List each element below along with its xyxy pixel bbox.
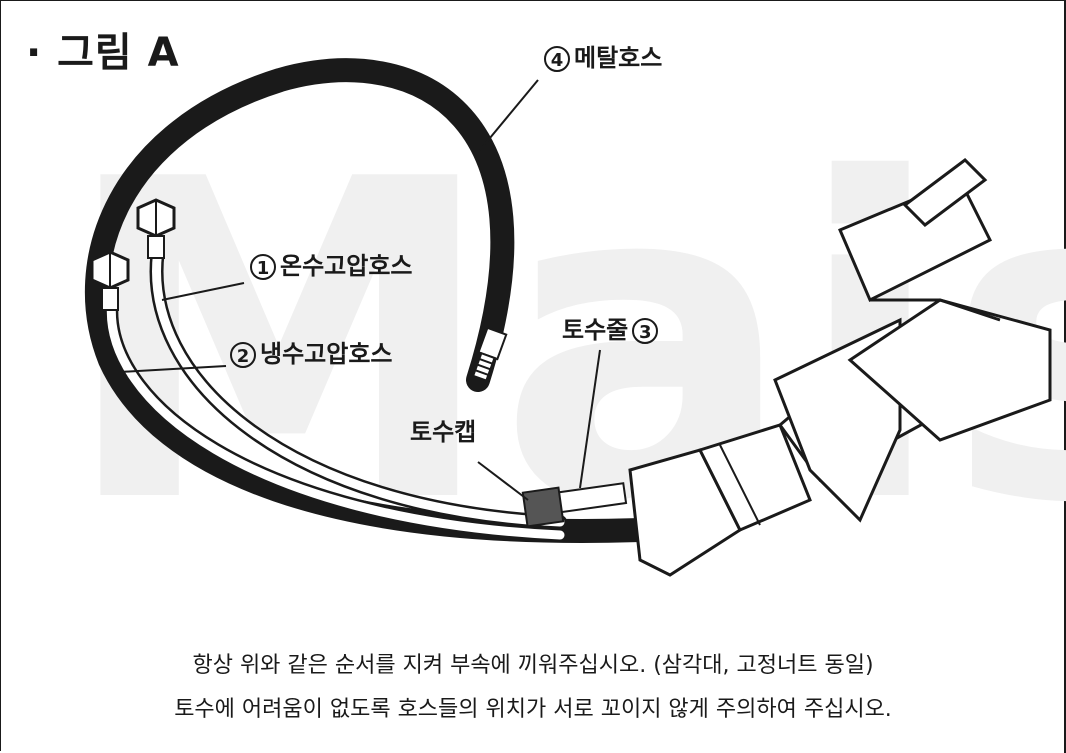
spout-line-assembly [521, 482, 628, 528]
label-text: 토수줄 [562, 316, 629, 344]
fixing-nut [628, 423, 812, 577]
frame-border [1064, 0, 1066, 753]
faucet-body [838, 158, 1052, 442]
faucet-handle [902, 158, 988, 227]
leader-metal-hose [479, 79, 539, 151]
metal-hose-fitting [471, 326, 508, 382]
label-number: 3 [632, 318, 659, 344]
leader-cold-hose [119, 365, 227, 373]
leader-spout-line [579, 349, 601, 489]
caption-line-1: 항상 위와 같은 순서를 지켜 부속에 끼워주십시오. (삼각대, 고정너트 동… [192, 653, 874, 678]
label-spout-cap: 토수캡 [410, 420, 476, 444]
cold-hose-nut [90, 250, 130, 311]
caption-line-2: 토수에 어려움이 없도록 호스들의 위치가 서로 꼬이지 않게 주의하여 주십시… [174, 697, 892, 722]
label-text: 메탈호스 [574, 44, 663, 72]
label-text: 온수고압호스 [280, 252, 413, 280]
metal-hose [85, 58, 652, 543]
label-text: 냉수고압호스 [260, 340, 393, 368]
figure-title: · 그림 A [26, 30, 180, 76]
leader-hot-hose [161, 282, 245, 301]
hot-hose-nut [136, 198, 176, 259]
label-number: 4 [544, 46, 570, 72]
label-number: 1 [250, 254, 276, 280]
label-text: 토수캡 [410, 418, 477, 446]
spout-cap [521, 486, 565, 528]
leader-spout-cap [477, 461, 529, 501]
label-number: 2 [230, 342, 256, 368]
